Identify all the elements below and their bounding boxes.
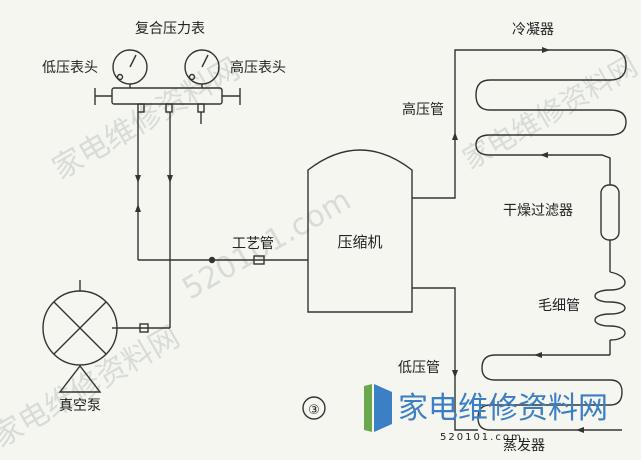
high-gauge-label: 高压表头 bbox=[230, 59, 286, 76]
watermark-text: 家电维修资料网 bbox=[0, 320, 186, 455]
flow-dot bbox=[208, 256, 216, 264]
flow-arrow-icon bbox=[534, 352, 542, 358]
evaporator-label: 蒸发器 bbox=[503, 438, 545, 454]
capillary-label: 毛细管 bbox=[538, 298, 580, 314]
drier-filter-icon bbox=[600, 184, 620, 241]
flow-arrow-icon bbox=[542, 47, 550, 53]
manifold-port bbox=[137, 103, 145, 113]
process-pipe-fitting bbox=[253, 255, 265, 265]
logo-url: 520101.com bbox=[440, 432, 523, 443]
high-gauge-needle bbox=[201, 54, 209, 68]
condenser-coil-icon bbox=[475, 49, 627, 185]
low-pressure-pipe bbox=[412, 287, 478, 431]
compound-gauge-label: 复合压力表 bbox=[135, 20, 205, 37]
pump-cross bbox=[53, 301, 107, 355]
capillary-coil-icon bbox=[594, 271, 626, 341]
low-pipe-label: 低压管 bbox=[398, 360, 440, 376]
low-gauge-knob bbox=[116, 73, 124, 81]
manifold-port bbox=[165, 103, 173, 113]
watermark-text: 家电维修资料网 bbox=[457, 49, 641, 176]
logo-mark-icon bbox=[364, 384, 372, 432]
pump-stand bbox=[58, 364, 102, 393]
condenser-label: 冷凝器 bbox=[512, 22, 554, 38]
low-gauge-label: 低压表头 bbox=[42, 60, 98, 76]
vacuum-pump-label: 真空泵 bbox=[59, 398, 101, 414]
high-gauge-knob bbox=[188, 73, 196, 81]
flow-arrow-icon bbox=[135, 175, 141, 183]
site-logo: 家电维修资料网 520101.com bbox=[364, 384, 608, 443]
drier-filter-label: 干燥过滤器 bbox=[503, 203, 573, 219]
high-pressure-pipe bbox=[412, 49, 610, 199]
flow-arrow-icon bbox=[167, 175, 173, 183]
flow-arrow-icon bbox=[452, 132, 458, 140]
logo-mark-icon bbox=[374, 384, 392, 432]
low-gauge-needle bbox=[129, 54, 137, 68]
process-pipe-label: 工艺管 bbox=[232, 236, 274, 252]
figure-number-circle bbox=[302, 396, 326, 420]
flow-arrow-icon bbox=[452, 370, 458, 378]
compressor-label: 压缩机 bbox=[337, 233, 382, 251]
evaporator-coil-icon bbox=[477, 354, 623, 431]
compressor-icon bbox=[307, 149, 413, 313]
logo-text: 家电维修资料网 bbox=[398, 391, 608, 426]
flow-arrow-icon bbox=[135, 204, 141, 212]
flow-arrow-icon bbox=[576, 427, 584, 433]
flow-arrow-icon bbox=[540, 152, 548, 158]
high-pipe-label: 高压管 bbox=[402, 101, 444, 118]
pump-fitting bbox=[139, 323, 149, 333]
figure-number: ③ bbox=[308, 403, 320, 418]
